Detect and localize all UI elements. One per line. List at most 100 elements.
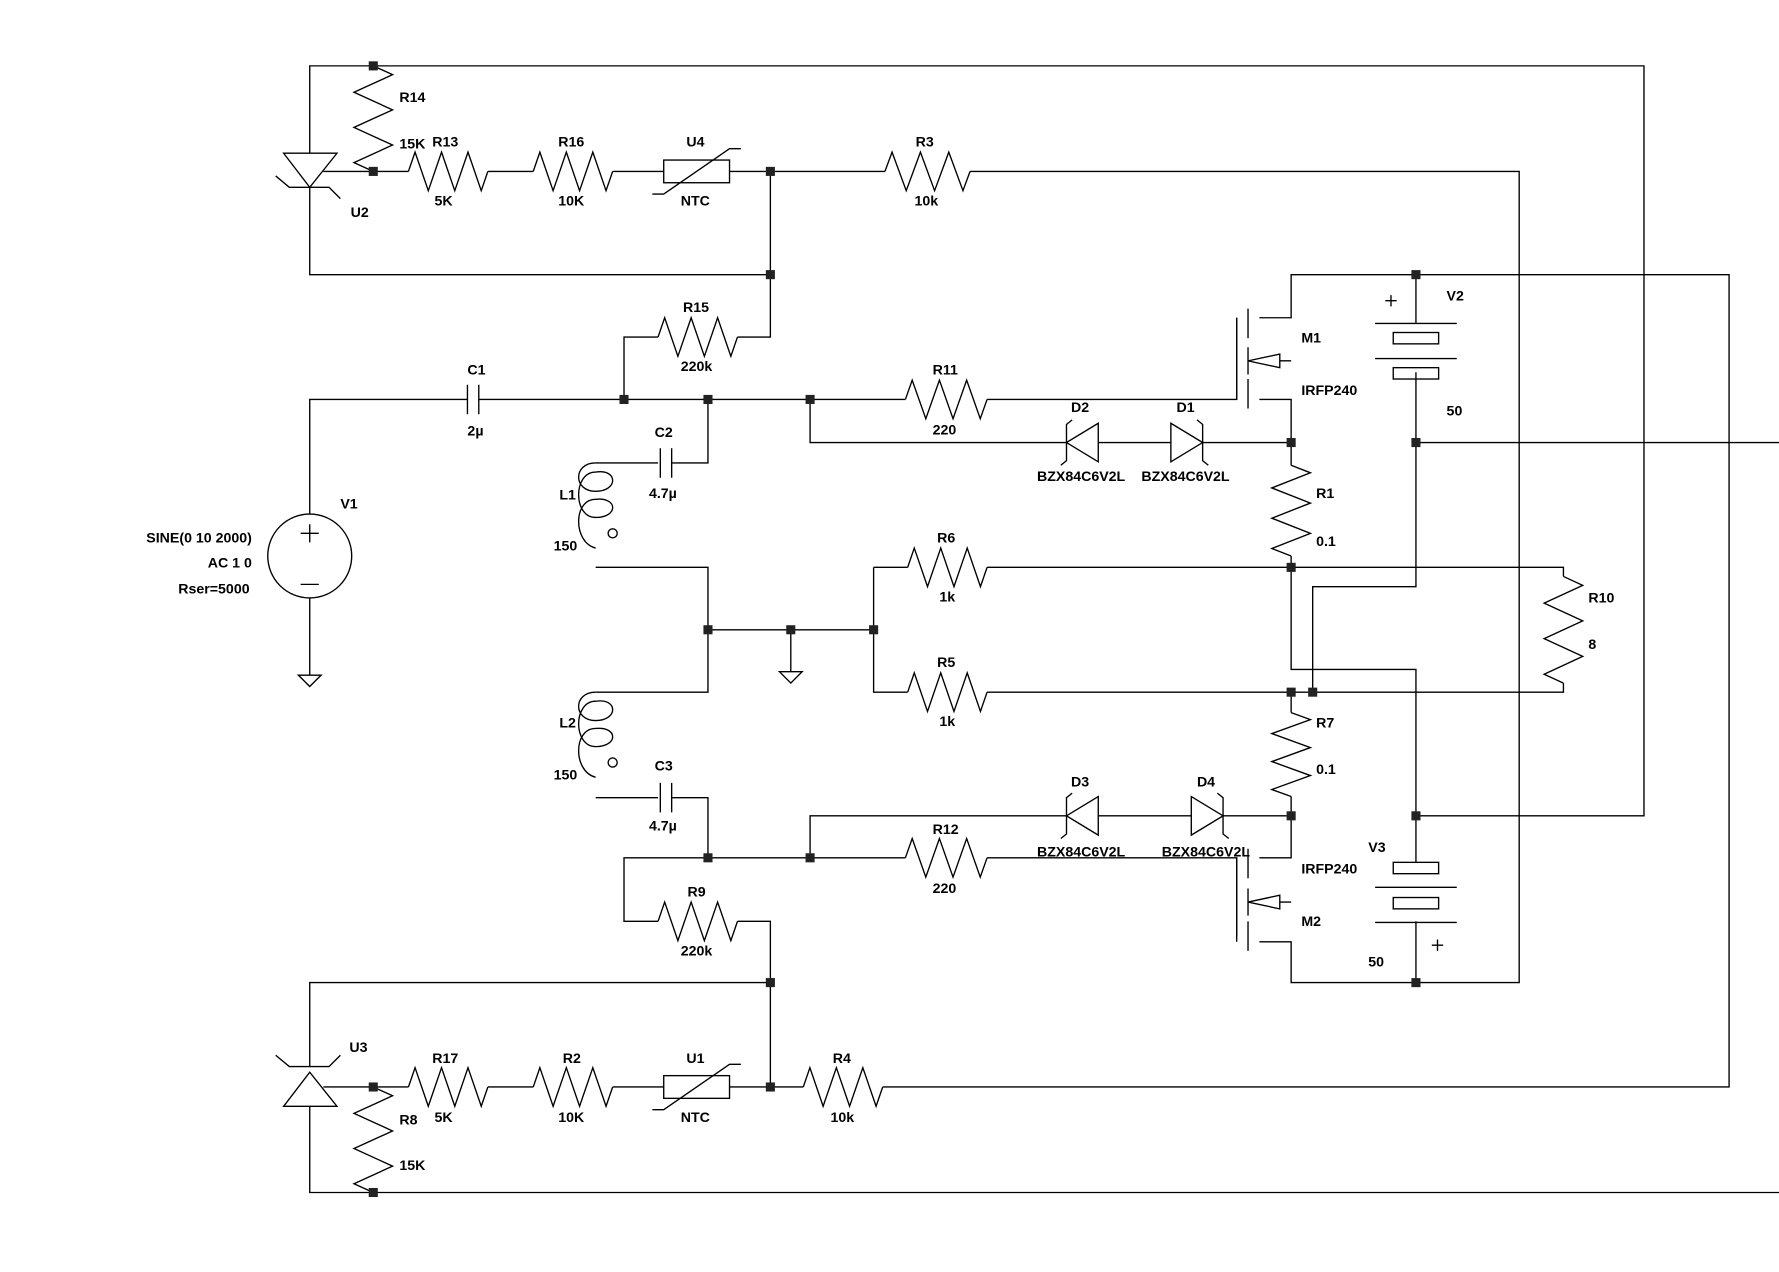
- r10-ref: R10: [1588, 591, 1614, 607]
- junction-dot: [805, 394, 815, 404]
- junction-dot: [1411, 978, 1421, 988]
- v3-battery-plus-icon: [1431, 939, 1444, 951]
- junction-dot: [1411, 270, 1421, 280]
- c1-capacitor: [466, 384, 480, 415]
- r16-value: 10K: [558, 193, 585, 209]
- m1-value: IRFP240: [1301, 383, 1357, 399]
- u2-ref: U2: [351, 205, 369, 221]
- c3-ref: C3: [655, 758, 673, 774]
- wire: [737, 171, 772, 338]
- r13-value: 5K: [435, 193, 454, 209]
- v1-polarity-icon: [300, 524, 319, 586]
- d1-value: BZX84C6V2L: [1141, 469, 1230, 485]
- junction-dot: [1286, 811, 1296, 821]
- r11-resistor: [904, 378, 988, 421]
- wire: [1259, 796, 1292, 859]
- c1-value: 2µ: [467, 424, 483, 440]
- r15-resistor: [657, 315, 739, 359]
- r15-ref: R15: [683, 300, 709, 316]
- wire: [970, 170, 1520, 984]
- v1-spec-sine: SINE(0 10 2000): [146, 530, 252, 546]
- junction-dot: [869, 625, 879, 635]
- m2-value: IRFP240: [1301, 862, 1357, 878]
- junction-dot: [703, 625, 713, 635]
- wire: [737, 920, 772, 1087]
- r14-ref: R14: [399, 90, 425, 106]
- d1-ref: D1: [1177, 400, 1195, 416]
- r7-value: 0.1: [1316, 762, 1336, 778]
- wires: [309, 65, 1779, 1194]
- l1-ref: L1: [559, 487, 576, 503]
- wire: [623, 796, 709, 923]
- r13-resistor: [407, 150, 489, 193]
- wire: [987, 857, 1238, 937]
- d2-zener: [1060, 419, 1099, 466]
- r17-value: 5K: [435, 1110, 454, 1126]
- junction-dot: [765, 166, 775, 176]
- components: [267, 65, 1585, 1194]
- u4-thermistor: [663, 159, 731, 184]
- r13-ref: R13: [432, 134, 458, 150]
- r4-ref: R4: [833, 1051, 851, 1067]
- junction-dot: [1286, 562, 1296, 572]
- v2-battery-cell: [1392, 366, 1440, 380]
- junction-dot: [368, 1082, 378, 1092]
- wire: [987, 683, 1565, 693]
- r16-ref: R16: [558, 134, 584, 150]
- v3-value: 50: [1368, 955, 1384, 971]
- r1-ref: R1: [1316, 486, 1334, 502]
- wire: [309, 981, 771, 1067]
- wire: [809, 815, 1067, 858]
- junction-dot: [1286, 438, 1296, 448]
- junction-dot: [368, 61, 378, 71]
- c3-capacitor: [659, 782, 673, 813]
- u3-zener: [275, 1054, 341, 1107]
- junction-dot: [765, 270, 775, 280]
- r16-resistor: [532, 150, 614, 193]
- r6-ref: R6: [937, 530, 955, 546]
- c2-ref: C2: [655, 425, 673, 441]
- r9-value: 220k: [681, 943, 713, 959]
- wire: [872, 567, 908, 693]
- r3-value: 10k: [914, 193, 938, 209]
- v3-battery-plates: [1375, 886, 1457, 924]
- r1-value: 0.1: [1316, 534, 1336, 550]
- wire: [1290, 556, 1417, 863]
- v2-battery-cell: [1392, 331, 1440, 345]
- r10-resistor: [1542, 575, 1585, 684]
- r8-ref: R8: [399, 1112, 417, 1128]
- junction-dot: [1308, 687, 1318, 697]
- d3-zener: [1060, 792, 1099, 840]
- junctions: [368, 61, 1421, 1198]
- d4-value: BZX84C6V2L: [1162, 845, 1251, 861]
- l2-inductor: [577, 691, 614, 778]
- r1-resistor: [1269, 464, 1313, 557]
- r14-value: 15K: [399, 137, 426, 153]
- wire: [1259, 398, 1292, 466]
- r8-resistor: [352, 1086, 395, 1194]
- r2-resistor: [532, 1065, 614, 1109]
- c3-value: 4.7µ: [649, 819, 677, 835]
- wire: [309, 398, 468, 515]
- labels: R14 15K R13 5K R16 10K U4 NTC R3 10k U2 …: [146, 90, 1614, 1174]
- u4-thermistor-slash: [652, 148, 741, 195]
- wire: [987, 317, 1238, 401]
- wire: [987, 566, 1565, 577]
- junction-dot: [1411, 438, 1421, 448]
- r7-resistor: [1269, 711, 1313, 798]
- d2-ref: D2: [1071, 400, 1089, 416]
- r14-resistor: [352, 65, 395, 173]
- junction-dot: [805, 853, 815, 863]
- ground-icon: [777, 671, 804, 685]
- junction-dot: [1411, 811, 1421, 821]
- wire: [809, 399, 1067, 444]
- r10-value: 8: [1588, 637, 1596, 653]
- u1-value: NTC: [681, 1110, 710, 1126]
- v3-ref: V3: [1368, 840, 1385, 856]
- u1-thermistor-slash: [652, 1063, 741, 1111]
- v2-battery-plates: [1375, 322, 1457, 360]
- l2-inductor-dot-icon: [607, 757, 618, 768]
- junction-dot: [765, 1082, 775, 1092]
- l2-ref: L2: [559, 715, 576, 731]
